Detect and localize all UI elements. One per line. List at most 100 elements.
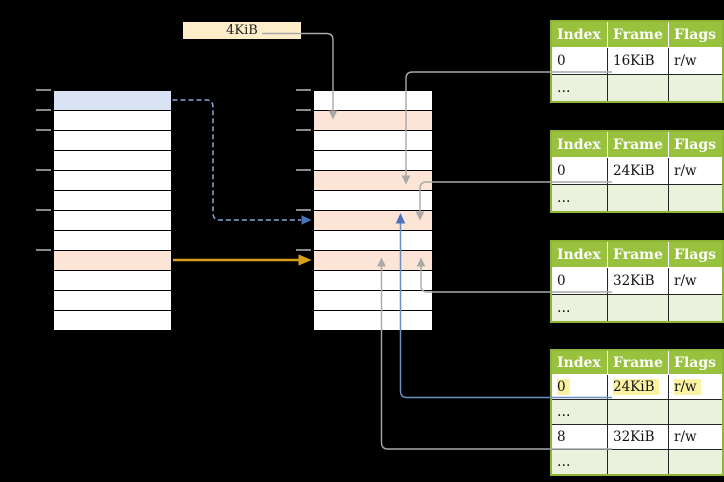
- address-tick: [36, 169, 51, 171]
- address-tick: [296, 209, 311, 211]
- table-cell: r/w: [674, 429, 697, 445]
- table-row: …: [552, 399, 722, 424]
- arrowhead-right-icon: [301, 215, 312, 225]
- memory-row: [54, 250, 171, 270]
- table-cell: r/w: [674, 53, 697, 69]
- memory-row: [54, 210, 171, 230]
- table-row: 0 16KiB r/w: [552, 48, 722, 74]
- table-cell: [608, 185, 669, 211]
- table-header-cell: Frame: [608, 22, 669, 48]
- memory-row: [314, 210, 432, 230]
- arrowhead-right-icon: [298, 254, 312, 266]
- table-header-cell: Flags: [669, 351, 722, 375]
- table-cell: …: [552, 185, 608, 211]
- address-tick: [36, 209, 51, 211]
- table-cell: …: [552, 75, 608, 101]
- table-cell: [669, 295, 722, 321]
- table-cell: r/w: [669, 375, 722, 399]
- table-header-row: Index Frame Flags: [552, 22, 722, 48]
- table-header-row: Index Frame Flags: [552, 351, 722, 375]
- table-cell: 0: [552, 158, 608, 184]
- memory-row: [54, 150, 171, 170]
- table-row: 8 32KiB r/w: [552, 424, 722, 449]
- table-cell: r/w: [674, 273, 697, 289]
- connector-virtual-row0-dashed: [172, 99, 301, 221]
- table-cell: [669, 400, 722, 424]
- table-header-cell: Flags: [669, 22, 722, 48]
- table-row: …: [552, 294, 722, 321]
- page-table-1: Index Frame Flags 0 16KiB r/w …: [550, 20, 724, 103]
- table-cell: [669, 450, 722, 474]
- table-cell: [608, 400, 669, 424]
- table-header-cell: Frame: [608, 132, 669, 158]
- table-header-cell: Index: [552, 22, 608, 48]
- table-cell: …: [552, 450, 608, 474]
- table-cell: [608, 295, 669, 321]
- memory-row: [314, 91, 432, 110]
- table-cell: 0: [552, 375, 608, 399]
- memory-row: [314, 150, 432, 170]
- memory-row: [314, 310, 432, 330]
- memory-row: [314, 270, 432, 290]
- address-tick: [296, 89, 311, 91]
- address-tick: [296, 249, 311, 251]
- memory-row: [54, 190, 171, 210]
- memory-row: [54, 110, 171, 130]
- memory-row: [54, 270, 171, 290]
- table-cell: [608, 450, 669, 474]
- table-cell: 24KiB: [608, 375, 669, 399]
- memory-row: [314, 110, 432, 130]
- memory-row: [314, 190, 432, 210]
- table-header-cell: Index: [552, 132, 608, 158]
- page-table-4: Index Frame Flags 0 24KiB r/w … 8 32KiB …: [550, 349, 724, 476]
- table-cell: …: [552, 400, 608, 424]
- memory-row: [54, 170, 171, 190]
- table-row: …: [552, 449, 722, 474]
- table-cell: …: [552, 295, 608, 321]
- table-cell: [669, 75, 722, 101]
- table-cell: 24KiB: [608, 158, 669, 184]
- memory-row: [314, 250, 432, 270]
- table-cell: 32KiB: [608, 268, 669, 294]
- table-header-row: Index Frame Flags: [552, 132, 722, 158]
- page-table-2: Index Frame Flags 0 24KiB r/w …: [550, 130, 724, 213]
- table-header-cell: Flags: [669, 242, 722, 268]
- table-row: 0 24KiB r/w: [552, 158, 722, 184]
- table-cell: r/w: [674, 163, 697, 179]
- table-cell: 8: [552, 425, 608, 449]
- table-row: 0 32KiB r/w: [552, 268, 722, 294]
- table-cell: [669, 185, 722, 211]
- table-header-cell: Index: [552, 242, 608, 268]
- memory-row: [54, 290, 171, 310]
- memory-row: [54, 310, 171, 330]
- table-row: …: [552, 184, 722, 211]
- address-tick: [36, 89, 51, 91]
- table-header-cell: Index: [552, 351, 608, 375]
- table-cell: 32KiB: [608, 425, 669, 449]
- table-cell: 16KiB: [608, 48, 669, 74]
- address-tick: [296, 109, 311, 111]
- memory-row: [314, 130, 432, 150]
- address-tick: [296, 169, 311, 171]
- table-cell: [608, 75, 669, 101]
- memory-row: [54, 230, 171, 250]
- memory-row: [314, 170, 432, 190]
- physical-memory-column: [313, 90, 433, 331]
- memory-row: [314, 230, 432, 250]
- table-header-cell: Frame: [608, 242, 669, 268]
- memory-row: [314, 290, 432, 310]
- virtual-memory-column: [53, 90, 172, 331]
- address-tick: [36, 129, 51, 131]
- table-header-cell: Flags: [669, 132, 722, 158]
- page-size-label: 4KiB: [183, 22, 301, 39]
- address-tick: [296, 129, 311, 131]
- table-cell: 0: [552, 48, 608, 74]
- table-row: …: [552, 74, 722, 101]
- table-row: 0 24KiB r/w: [552, 375, 722, 399]
- table-cell: 0: [552, 268, 608, 294]
- memory-row: [54, 130, 171, 150]
- table-header-cell: Frame: [608, 351, 669, 375]
- page-table-3: Index Frame Flags 0 32KiB r/w …: [550, 240, 724, 323]
- address-tick: [36, 249, 51, 251]
